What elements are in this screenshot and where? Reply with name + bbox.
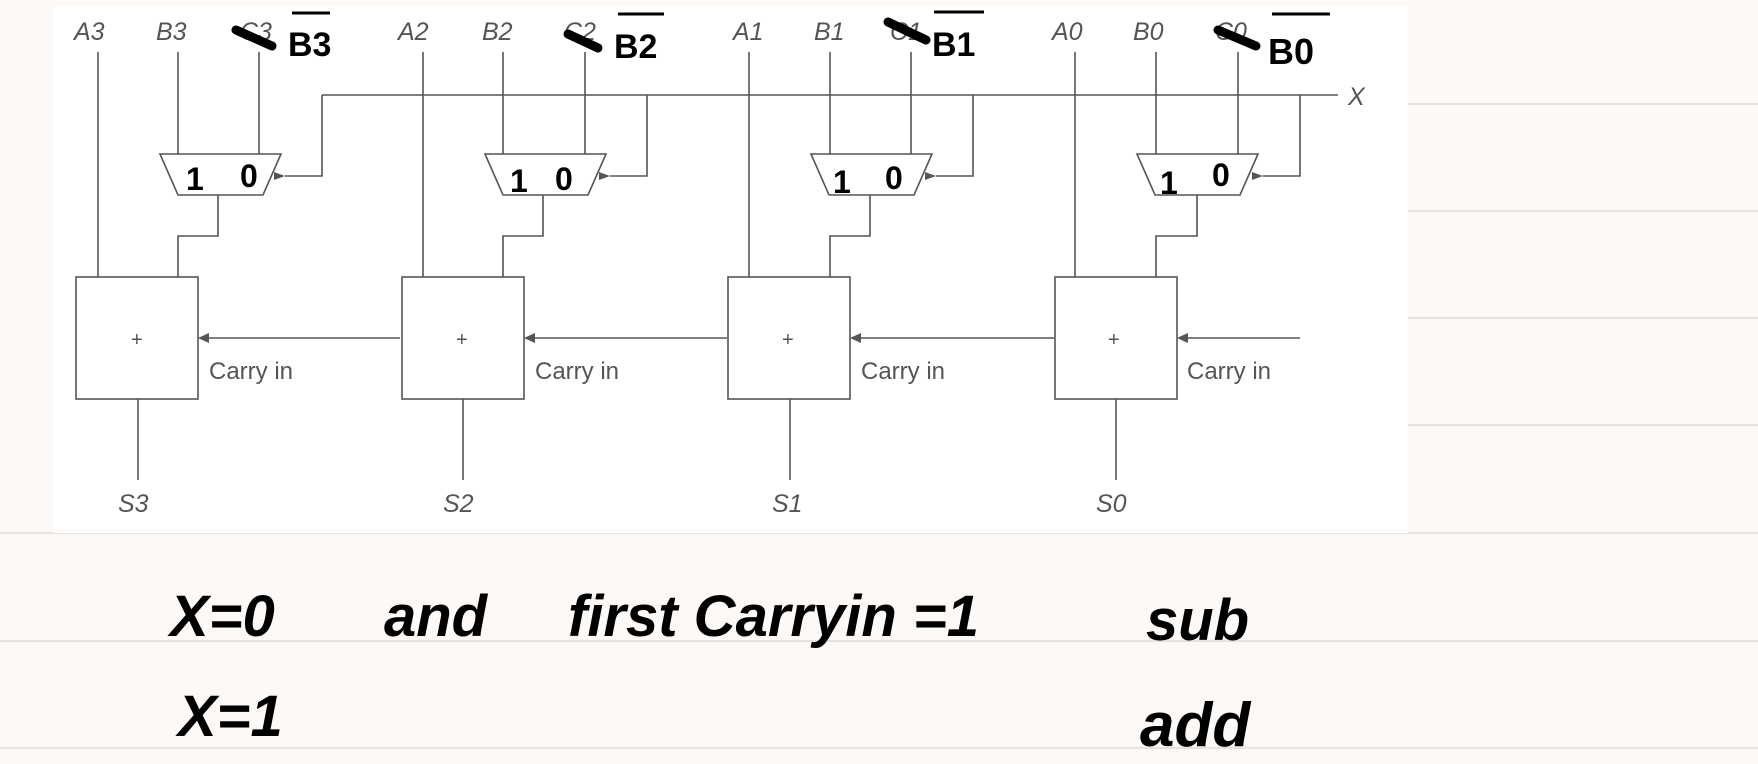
adder3-plus-symbol: +: [131, 329, 143, 351]
input-a3-label: A3: [72, 18, 105, 46]
sum-s2-label: S2: [443, 490, 474, 518]
c1-strikeout-mark: [883, 17, 931, 45]
note-and-word: and: [384, 584, 489, 649]
mux1-input1-label: 1: [833, 164, 851, 200]
adder0-carry-in-label: Carry in: [1187, 358, 1271, 385]
sum-s3-label: S3: [118, 490, 149, 518]
stage-0: A0 B0 C0 B0 1 0 + Carry in S0: [1050, 12, 1330, 518]
input-b3-label: B3: [156, 18, 187, 46]
note-sub-result: sub: [1146, 588, 1249, 653]
stage-2: A2 B2 C2 B2 1 0 + Carry in S2: [396, 12, 727, 518]
mux1-input0-label: 0: [885, 160, 903, 196]
input-a0-label: A0: [1050, 18, 1083, 46]
select-x-label: X: [1347, 83, 1366, 111]
mux0-input0-label: 0: [1212, 157, 1230, 193]
mux0-input1-label: 1: [1160, 165, 1178, 201]
stage-1: A1 B1 C1 B1 1 0 + Carry in S1: [727, 10, 1054, 518]
b0-complement-note: B0: [1268, 31, 1314, 72]
input-b0-label: B0: [1133, 18, 1164, 46]
input-b2-label: B2: [482, 18, 513, 46]
sum-s1-label: S1: [772, 490, 803, 518]
input-a2-label: A2: [396, 18, 429, 46]
input-b1-label: B1: [814, 18, 845, 46]
b3-complement-note: B3: [288, 26, 331, 64]
note-first-carryin: first Carryin =1: [568, 584, 979, 649]
mux2-input0-label: 0: [555, 161, 573, 197]
note-x1-condition: X=1: [175, 684, 283, 749]
mux2-input1-label: 1: [510, 163, 528, 199]
note-x0-condition: X=0: [167, 584, 275, 649]
b1-complement-note: B1: [932, 26, 975, 64]
c2-strikeout-mark: [563, 29, 603, 53]
adder3-carry-in-label: Carry in: [209, 358, 293, 385]
mux3-input1-label: 1: [186, 161, 204, 197]
adder2-carry-in-label: Carry in: [535, 358, 619, 385]
diagram-panel: [53, 6, 1408, 533]
b2-complement-note: B2: [614, 28, 657, 66]
adder1-carry-in-label: Carry in: [861, 358, 945, 385]
c3-strikeout-mark: [231, 25, 277, 51]
input-a1-label: A1: [731, 18, 764, 46]
adder2-plus-symbol: +: [456, 329, 468, 351]
adder0-plus-symbol: +: [1108, 329, 1120, 351]
note-add-result: add: [1140, 691, 1251, 760]
stage-3: A3 B3 C3 B3 1 0 + Carry in S3: [72, 11, 400, 518]
c0-strikeout-mark: [1213, 25, 1261, 51]
adder1-plus-symbol: +: [782, 329, 794, 351]
mux3-input0-label: 0: [240, 158, 258, 194]
sum-s0-label: S0: [1096, 490, 1127, 518]
handwritten-notes: X=0 and first Carryin =1 sub X=1 add: [167, 584, 1251, 760]
